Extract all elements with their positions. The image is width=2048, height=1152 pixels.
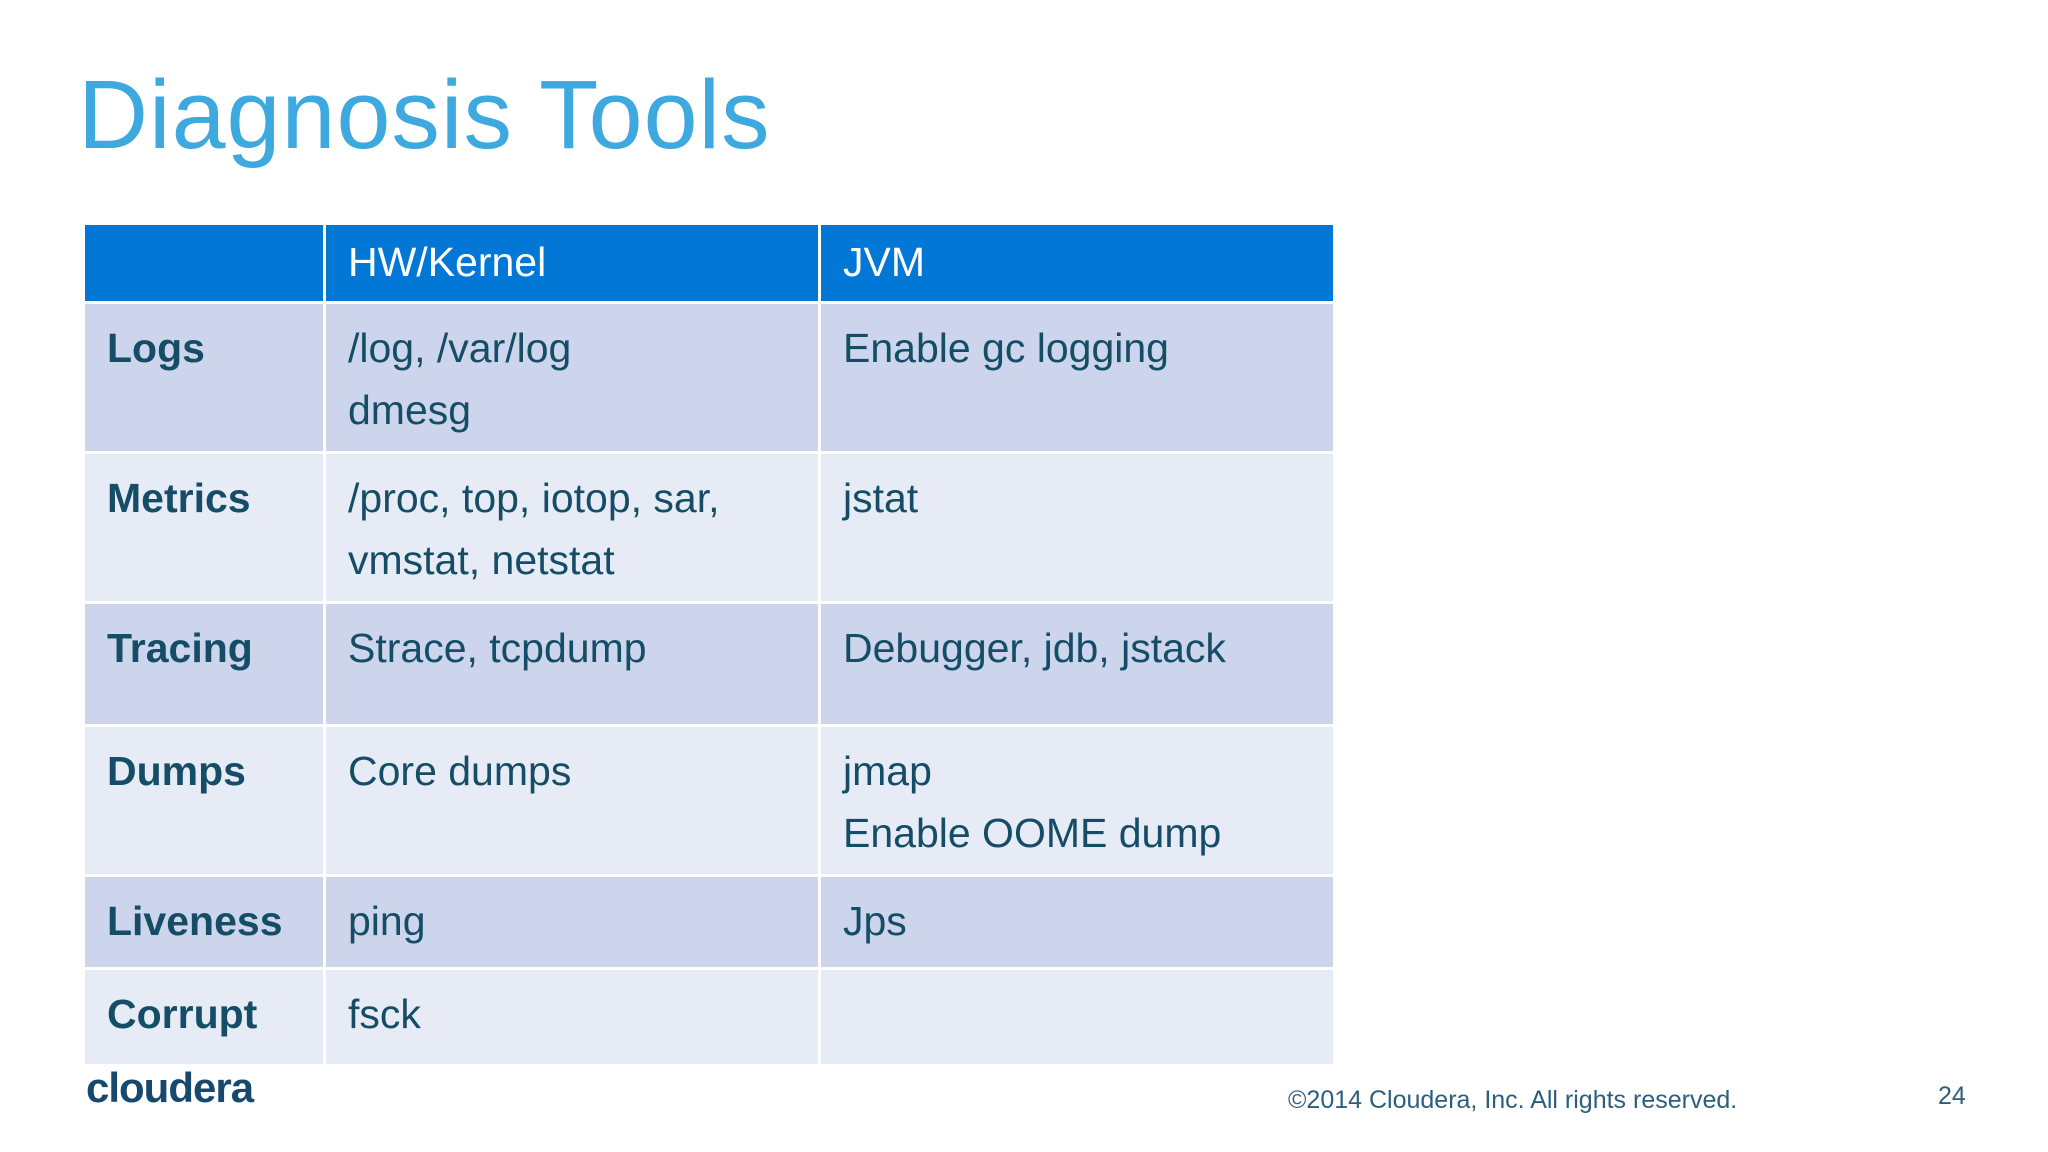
row-label-metrics: Metrics bbox=[85, 454, 323, 601]
row-label-tracing: Tracing bbox=[85, 604, 323, 724]
table-row-corrupt: Corrupt fsck bbox=[85, 970, 1333, 1064]
cell-corrupt-jvm bbox=[821, 970, 1333, 1064]
row-label-liveness: Liveness bbox=[85, 877, 323, 967]
page-number: 24 bbox=[1938, 1082, 1966, 1110]
slide-title: Diagnosis Tools bbox=[78, 60, 771, 169]
cell-liveness-jvm: Jps bbox=[821, 877, 1333, 967]
table-row-logs: Logs /log, /var/log dmesg Enable gc logg… bbox=[85, 304, 1333, 451]
row-label-corrupt: Corrupt bbox=[85, 970, 323, 1064]
row-label-dumps: Dumps bbox=[85, 727, 323, 874]
diagnosis-table-container: HW/Kernel JVM Logs /log, /var/log dmesg … bbox=[82, 222, 1336, 1067]
cell-tracing-jvm: Debugger, jdb, jstack bbox=[821, 604, 1333, 724]
table-row-dumps: Dumps Core dumps jmap Enable OOME dump bbox=[85, 727, 1333, 874]
column-header-blank bbox=[85, 225, 323, 301]
cell-corrupt-hw-kernel: fsck bbox=[326, 970, 818, 1064]
cell-dumps-hw-kernel: Core dumps bbox=[326, 727, 818, 874]
cell-logs-jvm: Enable gc logging bbox=[821, 304, 1333, 451]
cell-liveness-hw-kernel: ping bbox=[326, 877, 818, 967]
table-row-tracing: Tracing Strace, tcpdump Debugger, jdb, j… bbox=[85, 604, 1333, 724]
table-row-liveness: Liveness ping Jps bbox=[85, 877, 1333, 967]
table-row-metrics: Metrics /proc, top, iotop, sar, vmstat, … bbox=[85, 454, 1333, 601]
cell-tracing-hw-kernel: Strace, tcpdump bbox=[326, 604, 818, 724]
cell-logs-hw-kernel: /log, /var/log dmesg bbox=[326, 304, 818, 451]
column-header-hw-kernel: HW/Kernel bbox=[326, 225, 818, 301]
row-label-logs: Logs bbox=[85, 304, 323, 451]
cell-dumps-jvm: jmap Enable OOME dump bbox=[821, 727, 1333, 874]
copyright-text: ©2014 Cloudera, Inc. All rights reserved… bbox=[1288, 1086, 1738, 1114]
diagnosis-table: HW/Kernel JVM Logs /log, /var/log dmesg … bbox=[82, 222, 1336, 1067]
cloudera-logo: cloudera bbox=[86, 1064, 254, 1111]
column-header-jvm: JVM bbox=[821, 225, 1333, 301]
cell-metrics-hw-kernel: /proc, top, iotop, sar, vmstat, netstat bbox=[326, 454, 818, 601]
table-header-row: HW/Kernel JVM bbox=[85, 225, 1333, 301]
cell-metrics-jvm: jstat bbox=[821, 454, 1333, 601]
